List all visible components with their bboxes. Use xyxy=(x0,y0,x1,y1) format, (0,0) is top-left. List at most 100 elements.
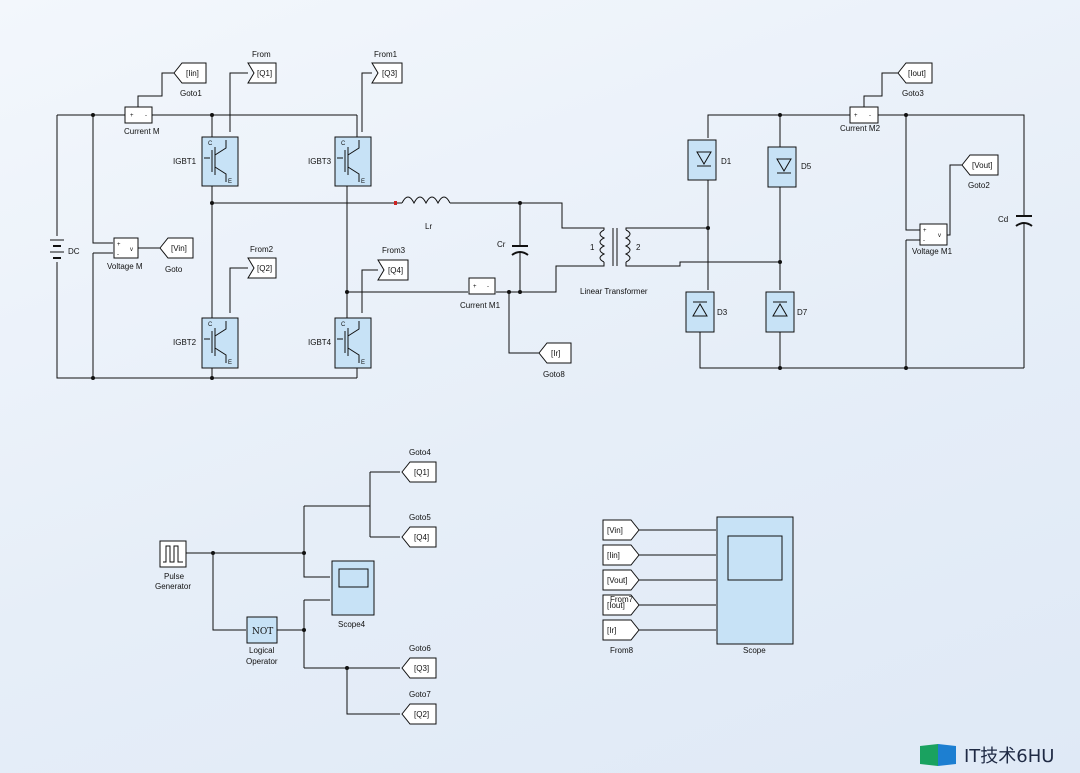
from-tag-label: [Iout] xyxy=(607,601,625,610)
voltage-m1-label: Voltage M1 xyxy=(912,247,953,256)
goto4-name: Goto4 xyxy=(409,448,431,457)
from-tag-2[interactable]: [Vout] xyxy=(602,569,640,591)
goto5-tag: [Q4] xyxy=(414,533,429,542)
from-tag-1[interactable]: [Iin] xyxy=(602,544,640,566)
lr-label: Lr xyxy=(425,222,432,231)
from-q4-name: From3 xyxy=(382,246,406,255)
voltage-m1-block[interactable]: + - v Voltage M1 xyxy=(912,223,953,256)
current-m2-plus: + xyxy=(854,113,858,119)
goto-vout[interactable]: [Vout] Goto2 xyxy=(961,154,999,190)
igbt4-block[interactable]: C E IGBT4 xyxy=(308,317,372,369)
diode-d5-block[interactable]: D5 xyxy=(767,146,812,188)
current-m-label: Current M xyxy=(124,127,160,136)
from-tag-list: [Vin] [Iin] [Vout] [Iout] [Ir] xyxy=(602,519,640,641)
goto-vout-tag: [Vout] xyxy=(972,161,992,170)
logical-operator[interactable]: NOT Logical Operator xyxy=(246,616,278,666)
voltage-m1-minus: - xyxy=(923,238,925,244)
goto6[interactable]: [Q3] Goto6 xyxy=(401,644,437,679)
from-q2-name: From2 xyxy=(250,245,274,254)
goto7[interactable]: [Q2] Goto7 xyxy=(401,690,437,725)
current-m1-block[interactable]: + - Current M1 xyxy=(460,277,501,310)
from-q4-tag: [Q4] xyxy=(388,266,403,275)
from-q1-tag: [Q1] xyxy=(257,69,272,78)
from-q3-name: From1 xyxy=(374,50,398,59)
from-q3-tag: [Q3] xyxy=(382,69,397,78)
from-tag-3[interactable]: [Iout] xyxy=(602,594,640,616)
from-q4[interactable]: [Q4] From3 xyxy=(377,246,409,281)
watermark: IT技术6HU xyxy=(918,740,1054,770)
d1-label: D1 xyxy=(721,157,732,166)
diode-d1-block[interactable]: D1 xyxy=(687,139,732,181)
from7-name: From7 xyxy=(610,595,634,604)
watermark-logo-icon xyxy=(920,744,956,766)
from-q1-name: From xyxy=(252,50,271,59)
igbt4-e: E xyxy=(361,360,365,366)
d5-label: D5 xyxy=(801,162,812,171)
from-tag-label: [Ir] xyxy=(607,626,616,635)
goto-ir-name: Goto8 xyxy=(543,370,565,379)
scope4-label: Scope4 xyxy=(338,620,366,629)
pulse-label-1: Pulse xyxy=(164,572,185,581)
igbt4-label: IGBT4 xyxy=(308,338,332,347)
goto5-name: Goto5 xyxy=(409,513,431,522)
current-m2-label: Current M2 xyxy=(840,124,881,133)
scope4-block[interactable]: Scope4 xyxy=(331,560,375,629)
goto-iin[interactable]: [Iin] Goto1 xyxy=(173,62,207,98)
current-m2-minus: - xyxy=(869,113,871,119)
dc-source[interactable]: DC xyxy=(50,239,80,259)
goto4[interactable]: [Q1] Goto4 xyxy=(401,448,437,483)
igbt2-c: C xyxy=(208,322,213,328)
current-m-block[interactable]: + - Current M xyxy=(124,106,160,136)
voltage-m1-plus: + xyxy=(923,228,927,234)
from-q2-tag: [Q2] xyxy=(257,264,272,273)
pulse-label-2: Generator xyxy=(155,582,191,591)
capacitor-cr[interactable]: Cr xyxy=(497,238,529,266)
from-q2[interactable]: [Q2] From2 xyxy=(247,245,277,279)
goto7-name: Goto7 xyxy=(409,690,431,699)
logic-label-2: Operator xyxy=(246,657,278,666)
goto6-tag: [Q3] xyxy=(414,664,429,673)
logic-label-1: Logical xyxy=(249,646,275,655)
transformer-port1: 1 xyxy=(590,243,595,252)
d3-label: D3 xyxy=(717,308,728,317)
igbt2-block[interactable]: C E IGBT2 xyxy=(173,317,239,369)
igbt2-e: E xyxy=(228,360,232,366)
dc-label: DC xyxy=(68,247,80,256)
from-q3[interactable]: [Q3] From1 xyxy=(371,50,403,84)
control-wires xyxy=(186,471,400,715)
scope-block[interactable]: Scope xyxy=(716,516,794,655)
voltage-m-block[interactable]: + - v Voltage M xyxy=(107,237,143,271)
current-m1-minus: - xyxy=(487,284,489,290)
goto-vin[interactable]: [Vin] Goto xyxy=(159,237,194,274)
goto-iin-name: Goto1 xyxy=(180,89,202,98)
not-text: NOT xyxy=(252,627,273,637)
igbt3-block[interactable]: C E IGBT3 xyxy=(308,136,372,187)
cd-label: Cd xyxy=(998,215,1008,224)
current-m-plus: + xyxy=(130,113,134,119)
diode-d3-block[interactable]: D3 xyxy=(685,291,728,333)
d7-label: D7 xyxy=(797,308,808,317)
goto-iout[interactable]: [Iout] Goto3 xyxy=(897,62,933,98)
igbt2-label: IGBT2 xyxy=(173,338,197,347)
inductor-lr[interactable]: Lr xyxy=(394,196,466,231)
from-tag-0[interactable]: [Vin] xyxy=(602,519,640,541)
from-tag-label: [Iin] xyxy=(607,551,620,560)
from-tag-4[interactable]: [Ir] xyxy=(602,619,640,641)
goto-iout-tag: [Iout] xyxy=(908,69,926,78)
diode-d7-block[interactable]: D7 xyxy=(765,291,808,333)
cr-label: Cr xyxy=(497,240,506,249)
goto5[interactable]: [Q4] Goto5 xyxy=(401,513,437,548)
from-q1[interactable]: [Q1] From xyxy=(247,50,277,84)
igbt4-c: C xyxy=(341,322,346,328)
linear-transformer[interactable]: 1 2 Linear Transformer xyxy=(580,227,650,296)
goto-ir-tag: [Ir] xyxy=(551,349,560,358)
current-m1-plus: + xyxy=(473,284,477,290)
igbt1-c: C xyxy=(208,141,213,147)
capacitor-cd[interactable]: Cd xyxy=(998,208,1033,236)
igbt3-c: C xyxy=(341,141,346,147)
current-m2-block[interactable]: + - Current M2 xyxy=(840,106,881,133)
goto-iin-tag: [Iin] xyxy=(186,69,199,78)
pulse-generator[interactable]: Pulse Generator xyxy=(155,540,191,591)
igbt1-block[interactable]: C E IGBT1 xyxy=(173,136,239,187)
goto-ir[interactable]: [Ir] Goto8 xyxy=(538,342,572,379)
